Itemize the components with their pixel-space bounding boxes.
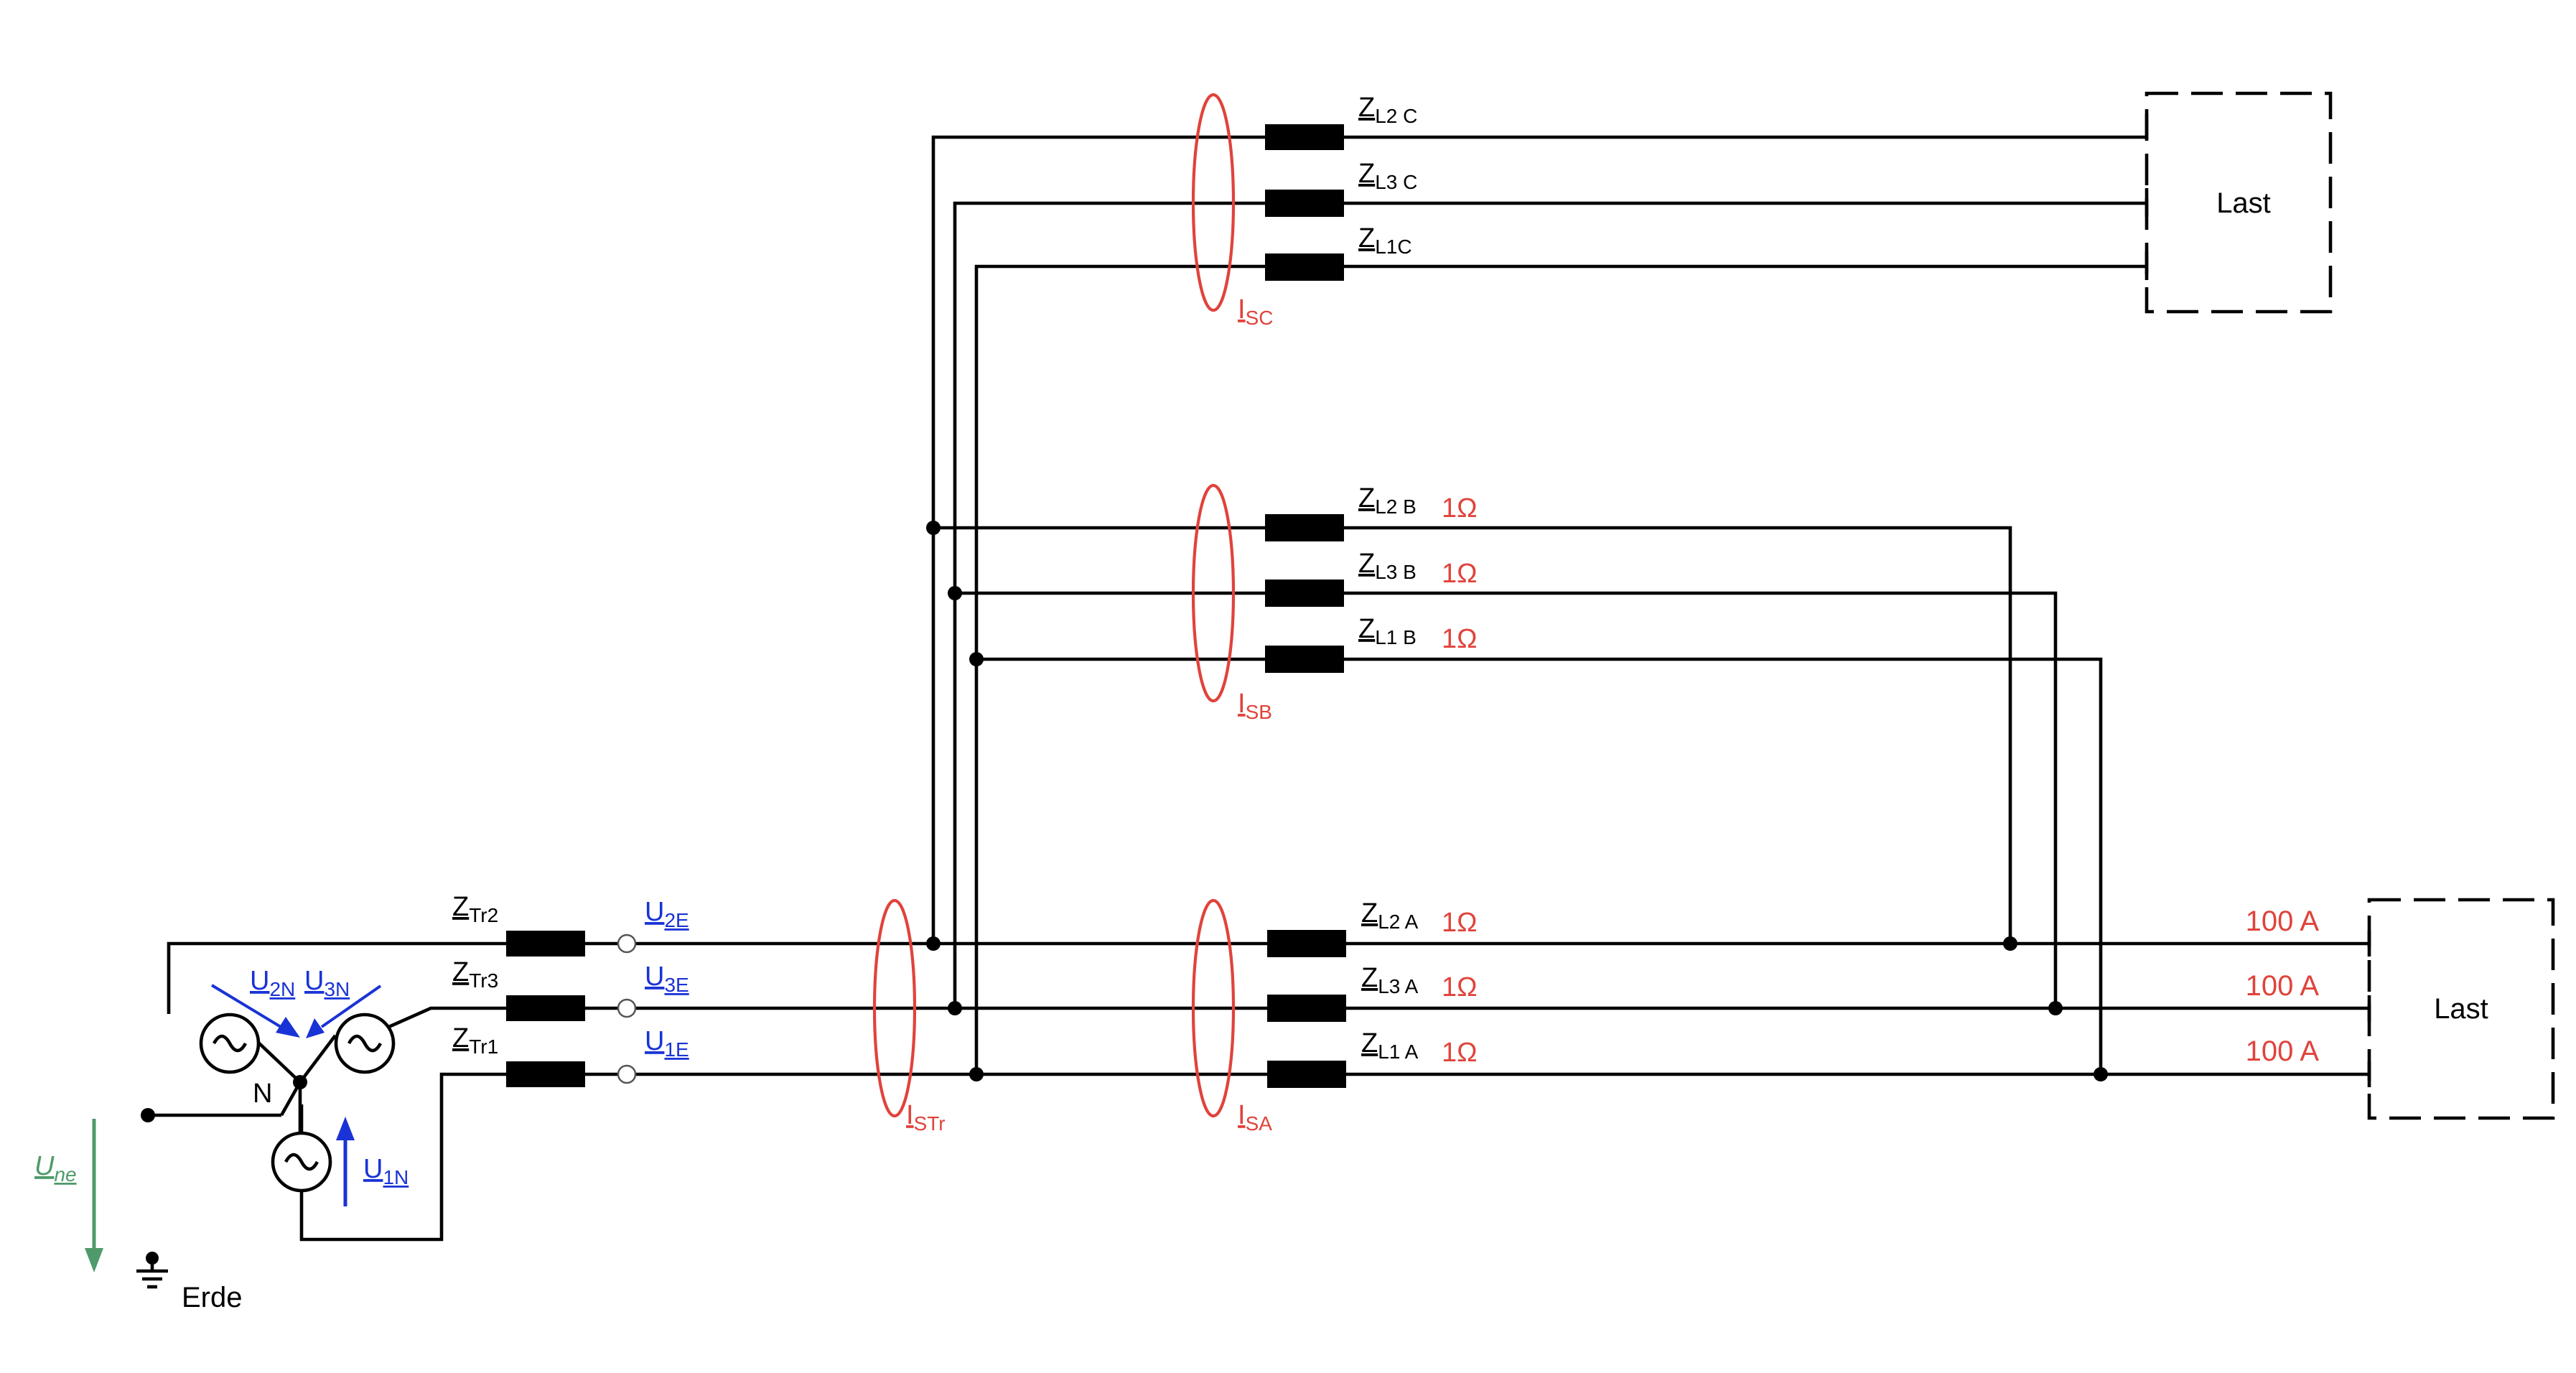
impedance-tr3 [506, 995, 585, 1021]
impedance-l1-b [1265, 646, 1344, 673]
label-u-3e: U3E [645, 962, 689, 996]
wire-l1-c [974, 264, 2147, 1073]
label-z-tr2: ZTr2 [452, 892, 498, 926]
ellipse-str [872, 898, 917, 1118]
label-z-l1-c: ZL1C [1358, 223, 1412, 258]
junctions [141, 521, 2108, 1122]
impedance-l2-b [1265, 514, 1344, 541]
value-z-l2-b: 1Ω [1442, 493, 1478, 523]
label-z-l2-a: ZL2 A [1361, 898, 1419, 933]
wire-l3-b [955, 591, 2058, 1008]
impedance-l1-c [1265, 253, 1344, 281]
label-z-l2-c: ZL2 C [1358, 93, 1417, 127]
label-z-tr3: ZTr3 [452, 957, 498, 992]
label-u-3n: U3N [304, 966, 350, 1000]
ellipse-sb [1191, 483, 1236, 703]
value-z-l3-b: 1Ω [1442, 559, 1478, 589]
impedance-tr1 [506, 1061, 585, 1087]
label-z-l1-a: ZL1 A [1361, 1028, 1419, 1063]
ac-sources [199, 1013, 396, 1193]
label-i-sa: ISA [1238, 1100, 1272, 1135]
terminals [617, 934, 637, 1084]
load-current-l3: 100 A [2246, 970, 2320, 1002]
ellipse-sa [1191, 898, 1236, 1118]
label-i-sb: ISB [1238, 689, 1272, 723]
label-i-str: ISTr [906, 1100, 946, 1135]
impedance-l3-a [1267, 995, 1346, 1022]
wire-tr2 [167, 941, 614, 1014]
wire-l2-c [931, 135, 2147, 942]
impedance-l2-c [1265, 124, 1344, 150]
value-z-l2-a: 1Ω [1442, 908, 1478, 938]
label-u-2e: U2E [645, 897, 689, 931]
label-z-l3-c: ZL3 C [1358, 159, 1417, 193]
impedance-blocks [506, 124, 1346, 1088]
arrow-u2n-icon [210, 984, 286, 1030]
label-u-1e: U1E [645, 1026, 689, 1061]
ac-source-phase1-icon [271, 1131, 332, 1193]
ac-source-phase3-icon [334, 1013, 396, 1074]
load-current-l1: 100 A [2246, 1035, 2320, 1067]
ac-source-phase2-icon [199, 1013, 261, 1074]
current-ellipses [872, 93, 1236, 1118]
ellipse-sc [1191, 93, 1236, 312]
load-c-label: Last [2216, 187, 2271, 219]
neutral-point-label: N [253, 1079, 272, 1109]
label-z-l3-a: ZL3 A [1361, 963, 1419, 997]
wire-l3-c [953, 201, 2147, 1007]
label-i-sc: ISC [1238, 294, 1273, 329]
wire-l2-b [933, 526, 2012, 943]
label-u-2n: U2N [250, 966, 295, 1000]
impedance-l1-a [1267, 1061, 1346, 1088]
impedance-tr2 [506, 931, 585, 957]
label-z-l2-b: ZL2 B [1358, 483, 1417, 518]
label-z-tr1: ZTr1 [452, 1023, 498, 1058]
impedance-l3-b [1265, 580, 1344, 607]
impedance-l2-a [1267, 930, 1346, 957]
value-z-l3-a: 1Ω [1442, 972, 1478, 1002]
load-current-l2: 100 A [2246, 906, 2320, 937]
label-u-ne: Une [34, 1151, 77, 1186]
load-box-a [2367, 898, 2555, 1120]
impedance-l3-c [1265, 190, 1344, 217]
label-z-l3-b: ZL3 B [1358, 549, 1417, 583]
value-z-l1-b: 1Ω [1442, 624, 1478, 654]
earth-ground-icon [136, 1252, 168, 1289]
value-z-l1-a: 1Ω [1442, 1038, 1478, 1068]
earth-label: Erde [182, 1282, 243, 1313]
wire-tr1 [299, 1072, 614, 1242]
arrow-u3n-icon [320, 985, 382, 1028]
label-u-1n: U1N [363, 1154, 409, 1188]
wiring [148, 113, 2371, 1242]
wire-l1-b [976, 657, 2103, 1073]
load-box-c [2145, 91, 2333, 314]
label-z-l1-b: ZL1 B [1358, 614, 1417, 648]
load-a-label: Last [2434, 993, 2488, 1025]
voltage-arrows [85, 984, 382, 1272]
